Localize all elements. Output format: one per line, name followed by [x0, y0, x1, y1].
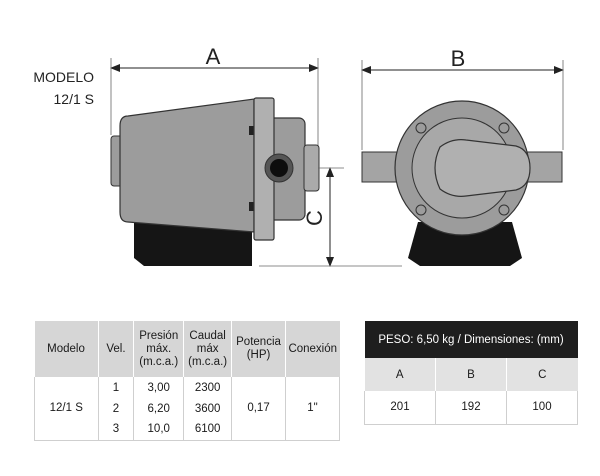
pump-outlet-body	[434, 139, 531, 197]
presion-cell: 6,20	[133, 398, 184, 419]
table-row: 3 10,0 6100	[35, 419, 340, 441]
motor-body-side	[119, 98, 255, 233]
caudal-cell: 2300	[183, 377, 232, 398]
dimension-letter-c: C	[506, 358, 578, 391]
pump-front-view: B	[361, 46, 564, 266]
model-caption: MODELO 12/1 S	[24, 66, 94, 110]
dimensions-table-title: PESO: 6,50 kg / Dimensiones: (mm)	[364, 321, 578, 358]
column-header-presion: Presión máx. (m.c.a.)	[133, 321, 184, 377]
dimension-value-c: 100	[506, 391, 578, 425]
model-caption-line2: 12/1 S	[53, 91, 94, 107]
dimension-a-label: A	[206, 44, 221, 69]
dimensions-table: PESO: 6,50 kg / Dimensiones: (mm) A B C …	[364, 321, 578, 425]
bolt-hole-top-left	[415, 122, 427, 134]
dimension-value-a: 201	[364, 391, 436, 425]
vel-cell: 2	[97, 398, 134, 419]
specifications-table: Modelo Vel. Presión máx. (m.c.a.) Caudal…	[34, 321, 341, 441]
motor-base-front	[408, 222, 522, 266]
conexion-cell: 1"	[284, 377, 341, 440]
column-header-modelo: Modelo	[34, 321, 99, 377]
presion-cell: 10,0	[133, 419, 184, 441]
bolt-hole-top-right	[498, 122, 510, 134]
dimension-b-label: B	[451, 46, 466, 71]
table-row: 2 6,20 3600	[35, 398, 340, 419]
model-cell: 12/1 S	[34, 377, 99, 440]
table-row: 12/1 S 1 3,00 2300 0,17 1"	[34, 377, 341, 440]
dimension-value-b: 192	[435, 391, 507, 425]
bolt-hole-bottom-right	[498, 204, 510, 216]
pump-outlet-side	[303, 144, 320, 192]
dimensions-value-row: 201 192 100	[364, 391, 578, 425]
column-header-potencia: Potencia (HP)	[231, 321, 286, 377]
potencia-cell: 0,17	[231, 377, 286, 440]
bolt-bottom	[249, 202, 254, 211]
column-header-conexion: Conexión	[284, 321, 340, 377]
specifications-header-row: Modelo Vel. Presión máx. (m.c.a.) Caudal…	[34, 321, 340, 377]
pump-technical-drawing: A C B	[110, 44, 564, 267]
dimension-letter-b: B	[435, 358, 507, 391]
column-header-vel: Vel.	[97, 321, 134, 377]
vel-cell: 3	[97, 419, 134, 441]
dimension-c-label: C	[302, 210, 327, 226]
bolt-top	[249, 126, 254, 135]
column-header-caudal: Caudal máx (m.c.a.)	[183, 321, 232, 377]
model-caption-line1: MODELO	[33, 69, 94, 85]
pump-side-view: A C	[110, 44, 402, 267]
pump-inlet-bore	[270, 159, 288, 177]
caudal-cell: 6100	[183, 419, 232, 441]
dimensions-letter-row: A B C	[364, 358, 578, 391]
vel-cell: 1	[97, 377, 134, 398]
dimension-letter-a: A	[364, 358, 436, 391]
bolt-hole-bottom-left	[415, 204, 427, 216]
presion-cell: 3,00	[133, 377, 184, 398]
caudal-cell: 3600	[183, 398, 232, 419]
